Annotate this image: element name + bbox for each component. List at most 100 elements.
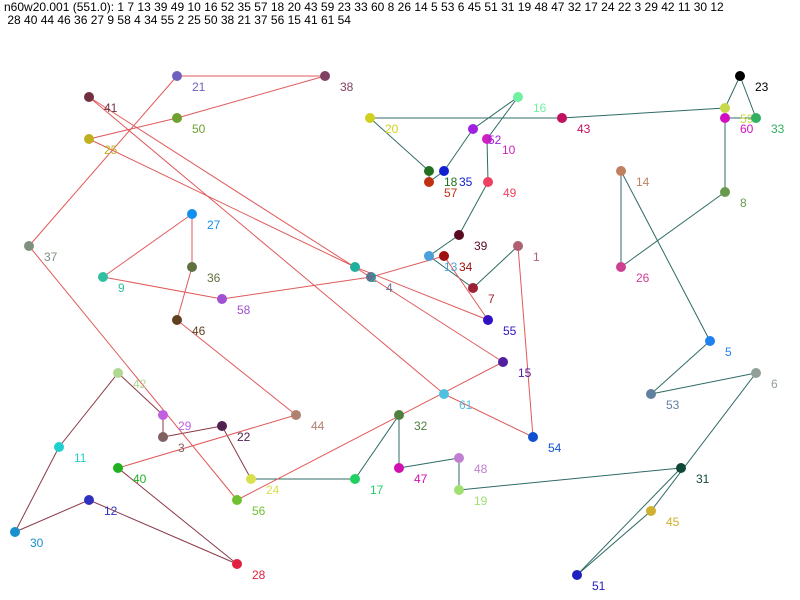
tour-edge-2-25 <box>88 138 356 268</box>
node-marker <box>483 315 493 325</box>
node-43: 43 <box>557 113 591 136</box>
node-marker <box>291 410 301 420</box>
node-marker <box>246 474 256 484</box>
node-marker <box>468 124 478 134</box>
tour-edge-15-41 <box>88 96 504 363</box>
node-marker <box>217 421 227 431</box>
tour-edge-18-20 <box>369 117 430 172</box>
node-47: 47 <box>394 463 428 486</box>
node-marker <box>424 251 434 261</box>
node-marker <box>720 103 730 113</box>
node-label: 54 <box>548 441 562 455</box>
tour-edge-39-49 <box>458 181 489 236</box>
node-label: 17 <box>370 483 384 497</box>
node-marker <box>483 177 493 187</box>
node-label: 55 <box>503 324 517 338</box>
tour-header: n60w20.001 (551.0): 1 7 13 39 49 10 16 5… <box>4 1 724 27</box>
tour-edge-49-10 <box>486 138 489 183</box>
node-label: 15 <box>518 366 532 380</box>
node-21: 21 <box>172 71 206 94</box>
node-marker <box>498 357 508 367</box>
node-label: 28 <box>252 568 266 582</box>
node-42: 42 <box>113 368 147 391</box>
tour-edge-54-1 <box>517 245 534 438</box>
node-label: 30 <box>30 536 44 550</box>
node-56: 56 <box>232 495 266 518</box>
node-marker <box>394 463 404 473</box>
node-marker <box>572 570 582 580</box>
node-23: 23 <box>735 71 769 94</box>
node-marker <box>84 495 94 505</box>
node-label: 19 <box>474 494 488 508</box>
tour-edge-9-58 <box>102 276 223 300</box>
node-marker <box>187 262 197 272</box>
node-marker <box>113 368 123 378</box>
node-marker <box>439 389 449 399</box>
node-marker <box>557 113 567 123</box>
node-marker <box>646 389 656 399</box>
edges-layer <box>14 75 757 576</box>
node-30: 30 <box>10 527 44 550</box>
node-marker <box>616 262 626 272</box>
node-46: 46 <box>172 315 206 338</box>
node-label: 42 <box>133 377 147 391</box>
node-16: 16 <box>513 92 547 115</box>
tour-edge-43-59 <box>561 107 726 119</box>
tour-edge-50-38 <box>176 75 326 119</box>
tour-edge-28-40 <box>117 467 238 565</box>
node-label: 2 <box>370 271 377 285</box>
node-51: 51 <box>572 570 606 593</box>
node-marker <box>705 336 715 346</box>
node-label: 41 <box>104 101 118 115</box>
tour-edge-42-11 <box>58 372 119 448</box>
node-10: 10 <box>482 134 516 157</box>
tour-edge-61-54 <box>443 393 534 438</box>
node-4: 4 <box>366 272 393 295</box>
tour-edge-30-12 <box>14 499 90 533</box>
node-58: 58 <box>217 294 251 317</box>
node-label: 59 <box>740 112 754 126</box>
node-label: 7 <box>488 292 495 306</box>
node-marker <box>172 315 182 325</box>
node-marker <box>54 442 64 452</box>
node-label: 40 <box>133 472 147 486</box>
node-label: 43 <box>577 122 591 136</box>
node-marker <box>98 272 108 282</box>
node-label: 25 <box>104 143 118 157</box>
node-54: 54 <box>528 432 562 455</box>
node-marker <box>350 474 360 484</box>
tour-edge-8-26 <box>620 191 726 268</box>
node-label: 51 <box>592 579 606 593</box>
node-22: 22 <box>217 421 251 444</box>
node-20: 20 <box>365 113 399 136</box>
node-marker <box>513 92 523 102</box>
node-40: 40 <box>113 463 147 486</box>
node-35: 35 <box>439 166 473 189</box>
node-label: 45 <box>666 515 680 529</box>
node-29: 29 <box>158 410 192 433</box>
node-11: 11 <box>54 442 87 465</box>
node-label: 8 <box>740 196 747 210</box>
node-marker <box>439 251 449 261</box>
tour-edge-32-17 <box>354 414 400 480</box>
node-label: 23 <box>755 80 769 94</box>
node-49: 49 <box>483 177 517 200</box>
node-label: 38 <box>340 80 354 94</box>
node-marker <box>217 294 227 304</box>
node-label: 21 <box>192 80 206 94</box>
node-marker <box>394 410 404 420</box>
node-6: 6 <box>751 368 778 391</box>
node-marker <box>720 113 730 123</box>
node-37: 37 <box>24 241 58 264</box>
node-label: 6 <box>771 377 778 391</box>
node-marker <box>482 134 492 144</box>
tour-edge-31-19 <box>458 467 682 491</box>
node-label: 18 <box>444 175 458 189</box>
node-label: 16 <box>533 101 547 115</box>
node-marker <box>513 241 523 251</box>
node-label: 44 <box>311 419 325 433</box>
node-12: 12 <box>84 495 118 518</box>
node-marker <box>751 113 761 123</box>
node-24: 24 <box>246 474 280 497</box>
